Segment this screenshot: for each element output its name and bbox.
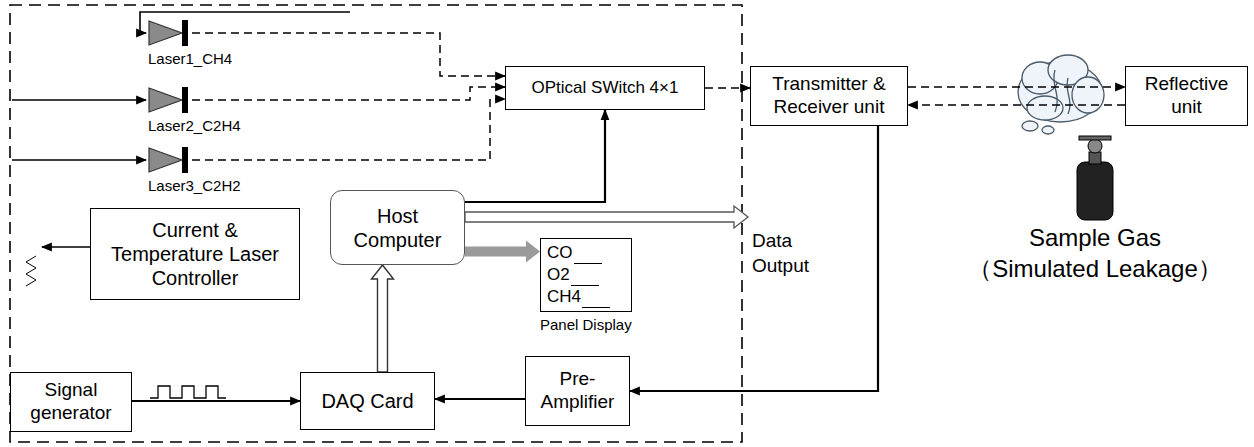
connector xyxy=(192,33,505,76)
display-row: CH4 xyxy=(547,286,625,308)
display-field: CH4 xyxy=(547,286,581,308)
grey-arrow xyxy=(465,241,540,263)
diode-triangle xyxy=(149,88,182,112)
gas-cylinder xyxy=(1065,132,1125,222)
signal-wire xyxy=(132,400,300,402)
box-label: Transmitter & Receiver unit xyxy=(757,73,901,119)
box-label: Signal generator xyxy=(17,379,125,425)
signal-wire xyxy=(630,126,878,391)
box-label: Current & Temperature Laser Controller xyxy=(97,218,293,290)
field-underline xyxy=(582,291,610,308)
gas-label: （Simulated Leakage） xyxy=(968,253,1221,284)
display-field: O2 xyxy=(547,264,570,286)
connector xyxy=(372,265,394,372)
box-label: Host Computer xyxy=(337,204,458,252)
signal-wire xyxy=(465,110,605,202)
connector xyxy=(465,241,540,263)
optical-path xyxy=(908,86,1125,88)
switch-box: OPtical SWitch 4×1 xyxy=(505,66,705,110)
generator-box: Signal generator xyxy=(10,372,132,432)
display-screen: COO2CH4 xyxy=(540,238,632,312)
diode-bar xyxy=(182,20,188,46)
panel-heading: Panel Display xyxy=(540,316,632,333)
display-field: CO xyxy=(547,242,573,264)
reflector-box: Reflective unit xyxy=(1125,66,1248,126)
square-wave-symbol xyxy=(150,386,226,398)
laser-label: Laser3_C2H2 xyxy=(148,177,241,194)
box-label: Pre-Amplifier xyxy=(532,368,623,414)
diode-bar xyxy=(182,147,188,173)
box-label: OPtical SWitch 4×1 xyxy=(532,78,679,98)
box-label: Reflective unit xyxy=(1132,73,1241,119)
zigzag-symbol xyxy=(26,256,36,286)
display-row: O2 xyxy=(547,264,625,286)
connector xyxy=(630,126,878,391)
computer-box: Host Computer xyxy=(330,190,465,265)
field-underline xyxy=(574,247,602,264)
signal-wire xyxy=(435,398,525,400)
valve-handle xyxy=(1079,136,1111,140)
system-boundary xyxy=(10,5,742,442)
optical-path xyxy=(908,104,1125,106)
box-label: DAQ Card xyxy=(321,389,413,413)
optical-path xyxy=(192,87,505,100)
laser-symbol xyxy=(148,87,192,113)
laser2-drive-wire xyxy=(12,99,146,101)
laser-diode: Laser1_CH4 xyxy=(148,20,232,67)
diode-bar xyxy=(182,87,188,113)
data-output-arrow xyxy=(465,206,748,228)
diode-triangle xyxy=(149,148,182,172)
display-row: CO xyxy=(547,242,625,264)
connector xyxy=(705,88,750,89)
connector xyxy=(908,87,1125,105)
laser3-drive-wire xyxy=(12,159,146,161)
controller-output-arrow xyxy=(42,246,90,248)
transceiver-box: Transmitter & Receiver unit xyxy=(750,66,908,126)
field-underline xyxy=(571,269,599,286)
cylinder-valve xyxy=(1088,139,1102,153)
optical-path xyxy=(705,87,750,89)
gas-sample: Sample Gas（Simulated Leakage） xyxy=(945,132,1245,284)
laser-diode: Laser3_C2H2 xyxy=(148,147,241,194)
panel-display: COO2CH4Panel Display xyxy=(540,238,632,333)
gas-label: Sample Gas xyxy=(1029,222,1161,253)
laser-label: Laser2_C2H4 xyxy=(148,117,241,134)
controller-box: Current & Temperature Laser Controller xyxy=(90,208,300,300)
daq-box: DAQ Card xyxy=(300,372,435,430)
hollow-arrow xyxy=(372,265,394,372)
cylinder-body xyxy=(1077,162,1113,220)
diode-triangle xyxy=(149,21,182,45)
cylinder-neck xyxy=(1089,152,1101,164)
connector xyxy=(132,401,300,402)
laser-label: Laser1_CH4 xyxy=(148,50,232,67)
gas-cloud xyxy=(1018,55,1104,134)
optical-path xyxy=(192,33,505,76)
laser-symbol xyxy=(148,147,192,173)
connector xyxy=(192,87,505,100)
amplifier-box: Pre-Amplifier xyxy=(525,356,630,426)
connector xyxy=(435,399,525,400)
laser-symbol xyxy=(148,20,192,46)
laser-diode: Laser2_C2H4 xyxy=(148,87,241,134)
output-label: Data Output xyxy=(752,229,842,278)
connector xyxy=(465,110,605,202)
